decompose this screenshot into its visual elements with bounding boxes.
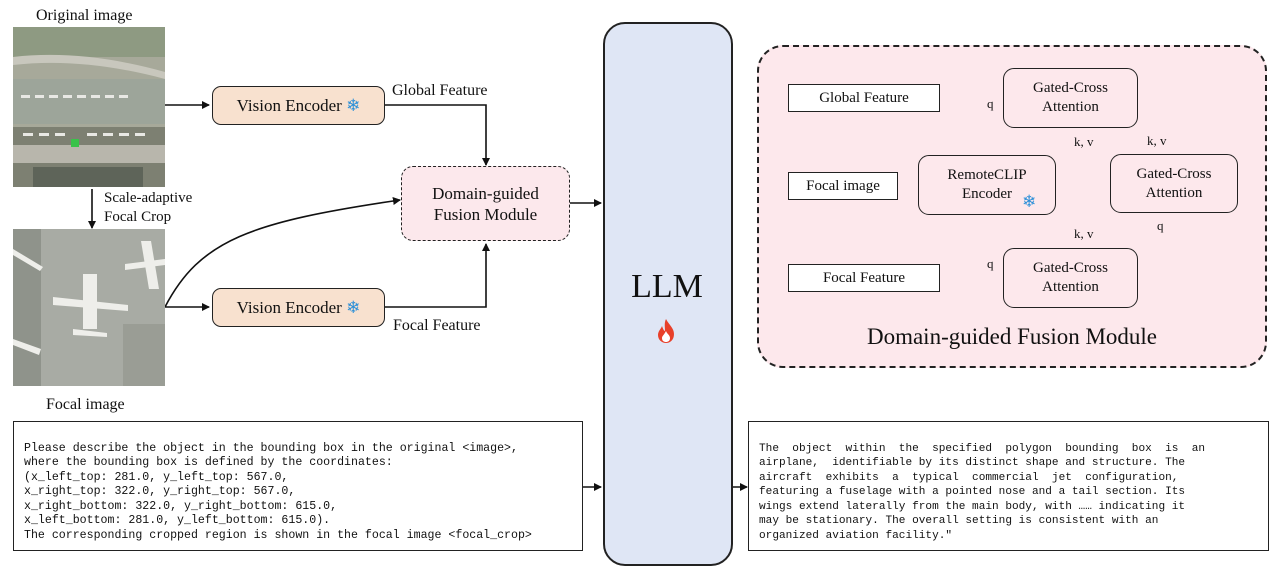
prompt-line: x_right_bottom: 322.0, y_right_bottom: 6…: [24, 499, 338, 513]
response-line: organized aviation facility.": [759, 529, 953, 542]
fire-icon: [658, 319, 674, 343]
module-title: Domain-guided Fusion Module: [866, 324, 1158, 349]
q-label-right: q: [1157, 218, 1164, 233]
module-focal-feature: Focal Feature: [788, 264, 940, 292]
global-feature-label: Global Feature: [392, 82, 488, 99]
focal-image-label: Focal image: [46, 396, 125, 413]
q-label-top: q: [987, 96, 994, 111]
llm-block: [603, 22, 733, 566]
vision-encoder-focal-label: Vision Encoder: [236, 297, 342, 317]
response-line: aircraft exhibits a typical commercial j…: [759, 471, 1179, 484]
snowflake-icon: ❄: [1022, 192, 1037, 211]
snowflake-icon: ❄: [341, 95, 361, 115]
vision-encoder-focal: Vision Encoder ❄: [212, 288, 385, 327]
remoteclip-line2: Encoder: [962, 186, 1012, 202]
gated-cross-attention-top: Gated-Cross Attention: [1003, 68, 1138, 128]
crop-label: Scale-adaptive Focal Crop: [104, 189, 192, 227]
gated-top-line2: Attention: [1042, 99, 1099, 115]
focal-aerial-image: [13, 229, 165, 386]
prompt-line: where the bounding box is defined by the…: [24, 456, 393, 469]
kv-label-right: k, v: [1147, 133, 1167, 148]
gated-bottom-line1: Gated-Cross: [1033, 260, 1108, 276]
remoteclip-encoder: RemoteCLIP Encoder: [918, 155, 1056, 215]
q-label-bottom: q: [987, 256, 994, 271]
focal-feature-label: Focal Feature: [393, 317, 481, 334]
prompt-line: The corresponding cropped region is show…: [24, 528, 532, 542]
crop-label-line2: Focal Crop: [104, 209, 172, 225]
original-image-label: Original image: [36, 7, 133, 24]
remoteclip-line1: RemoteCLIP: [947, 167, 1027, 183]
llm-label: LLM: [631, 268, 703, 305]
response-textbox: The object within the specified polygon …: [748, 421, 1269, 551]
gated-right-line2: Attention: [1145, 184, 1203, 201]
response-line: wings extend laterally from the main bod…: [759, 500, 1186, 513]
prompt-line: x_right_top: 322.0, y_right_top: 567.0,: [24, 485, 296, 498]
crop-label-line1: Scale-adaptive: [104, 190, 193, 206]
fusion-line2: Fusion Module: [433, 204, 538, 224]
gated-bottom-line2: Attention: [1042, 279, 1099, 295]
domain-guided-fusion-node: Domain-guided Fusion Module: [401, 166, 570, 241]
snowflake-icon: ❄: [341, 297, 361, 317]
module-global-feature: Global Feature: [788, 84, 940, 112]
prompt-line: (x_left_top: 281.0, y_left_top: 567.0,: [24, 470, 289, 484]
response-line: The object within the specified polygon …: [759, 442, 1206, 455]
response-line: may be stationary. The overall setting i…: [759, 515, 1159, 527]
gated-cross-attention-bottom: Gated-Cross Attention: [1003, 248, 1138, 308]
gated-top-line1: Gated-Cross: [1033, 80, 1108, 96]
vision-encoder-global: Vision Encoder ❄: [212, 86, 385, 125]
gated-cross-attention-right: Gated-Cross Attention: [1110, 154, 1238, 213]
module-focal-image: Focal image: [788, 172, 898, 200]
gated-right-line1: Gated-Cross: [1136, 165, 1212, 182]
kv-label-top: k, v: [1074, 134, 1094, 149]
kv-label-bottom: k, v: [1074, 226, 1094, 241]
prompt-textbox: Please describe the object in the boundi…: [13, 421, 583, 551]
response-line: airplane, identifiable by its distinct s…: [759, 457, 1186, 469]
prompt-line: Please describe the object in the boundi…: [24, 441, 518, 455]
prompt-line: x_left_bottom: 281.0, y_left_bottom: 615…: [24, 514, 331, 527]
fusion-line1: Domain-guided: [432, 183, 539, 203]
response-line: featuring a fuselage with a pointed nose…: [759, 486, 1186, 498]
original-aerial-image: [13, 27, 165, 187]
vision-encoder-global-label: Vision Encoder: [236, 95, 342, 115]
